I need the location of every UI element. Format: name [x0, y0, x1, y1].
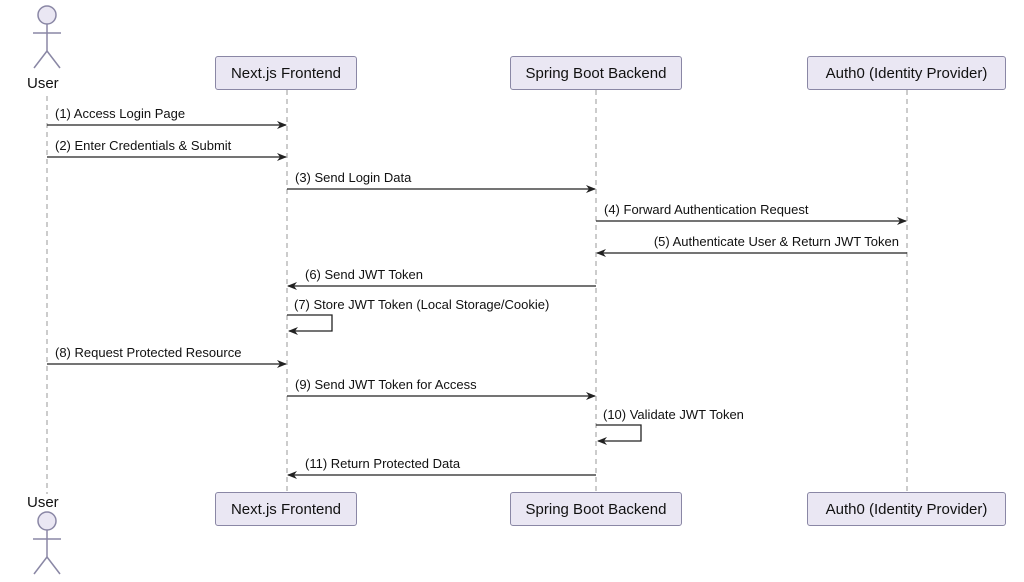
actor-right-leg [46, 556, 61, 575]
message-label: (9) Send JWT Token for Access [295, 377, 477, 392]
message-9: (9) Send JWT Token for Access [287, 377, 596, 400]
message-label: (5) Authenticate User & Return JWT Token [654, 234, 899, 249]
actor-user-label-bottom: User [27, 494, 59, 511]
message-label: (8) Request Protected Resource [55, 345, 241, 360]
actor-user-label-top: User [27, 75, 59, 92]
message-label: (10) Validate JWT Token [603, 407, 744, 422]
actor-user-figure-bottom [33, 511, 61, 575]
message-label: (6) Send JWT Token [305, 267, 423, 282]
participant-auth0-bottom: Auth0 (Identity Provider) [807, 492, 1006, 526]
participant-auth0-top: Auth0 (Identity Provider) [807, 56, 1006, 90]
message-label: (11) Return Protected Data [305, 456, 461, 471]
actor-left-leg [33, 50, 48, 69]
message-4: (4) Forward Authentication Request [596, 202, 907, 225]
message-10: (10) Validate JWT Token [596, 407, 744, 445]
message-label: (3) Send Login Data [295, 170, 412, 185]
actor-right-leg [46, 50, 61, 69]
message-arrow [596, 424, 642, 445]
participant-frontend-top: Next.js Frontend [215, 56, 357, 90]
actor-head [37, 5, 57, 25]
participant-backend-top: Spring Boot Backend [510, 56, 682, 90]
actor-user-figure-top [33, 5, 61, 69]
actor-head [37, 511, 57, 531]
message-arrow [287, 314, 333, 335]
message-11: (11) Return Protected Data [287, 456, 596, 479]
message-label: (4) Forward Authentication Request [604, 202, 809, 217]
message-5: (5) Authenticate User & Return JWT Token [596, 234, 907, 257]
message-label: (1) Access Login Page [55, 106, 185, 121]
message-8: (8) Request Protected Resource [47, 345, 287, 368]
message-label: (7) Store JWT Token (Local Storage/Cooki… [294, 297, 549, 312]
message-1: (1) Access Login Page [47, 106, 287, 129]
actor-left-leg [33, 556, 48, 575]
message-2: (2) Enter Credentials & Submit [47, 138, 287, 161]
participant-backend-bottom: Spring Boot Backend [510, 492, 682, 526]
message-7: (7) Store JWT Token (Local Storage/Cooki… [287, 297, 549, 335]
message-3: (3) Send Login Data [287, 170, 596, 193]
message-label: (2) Enter Credentials & Submit [55, 138, 232, 153]
participant-frontend-bottom: Next.js Frontend [215, 492, 357, 526]
message-6: (6) Send JWT Token [287, 267, 596, 290]
